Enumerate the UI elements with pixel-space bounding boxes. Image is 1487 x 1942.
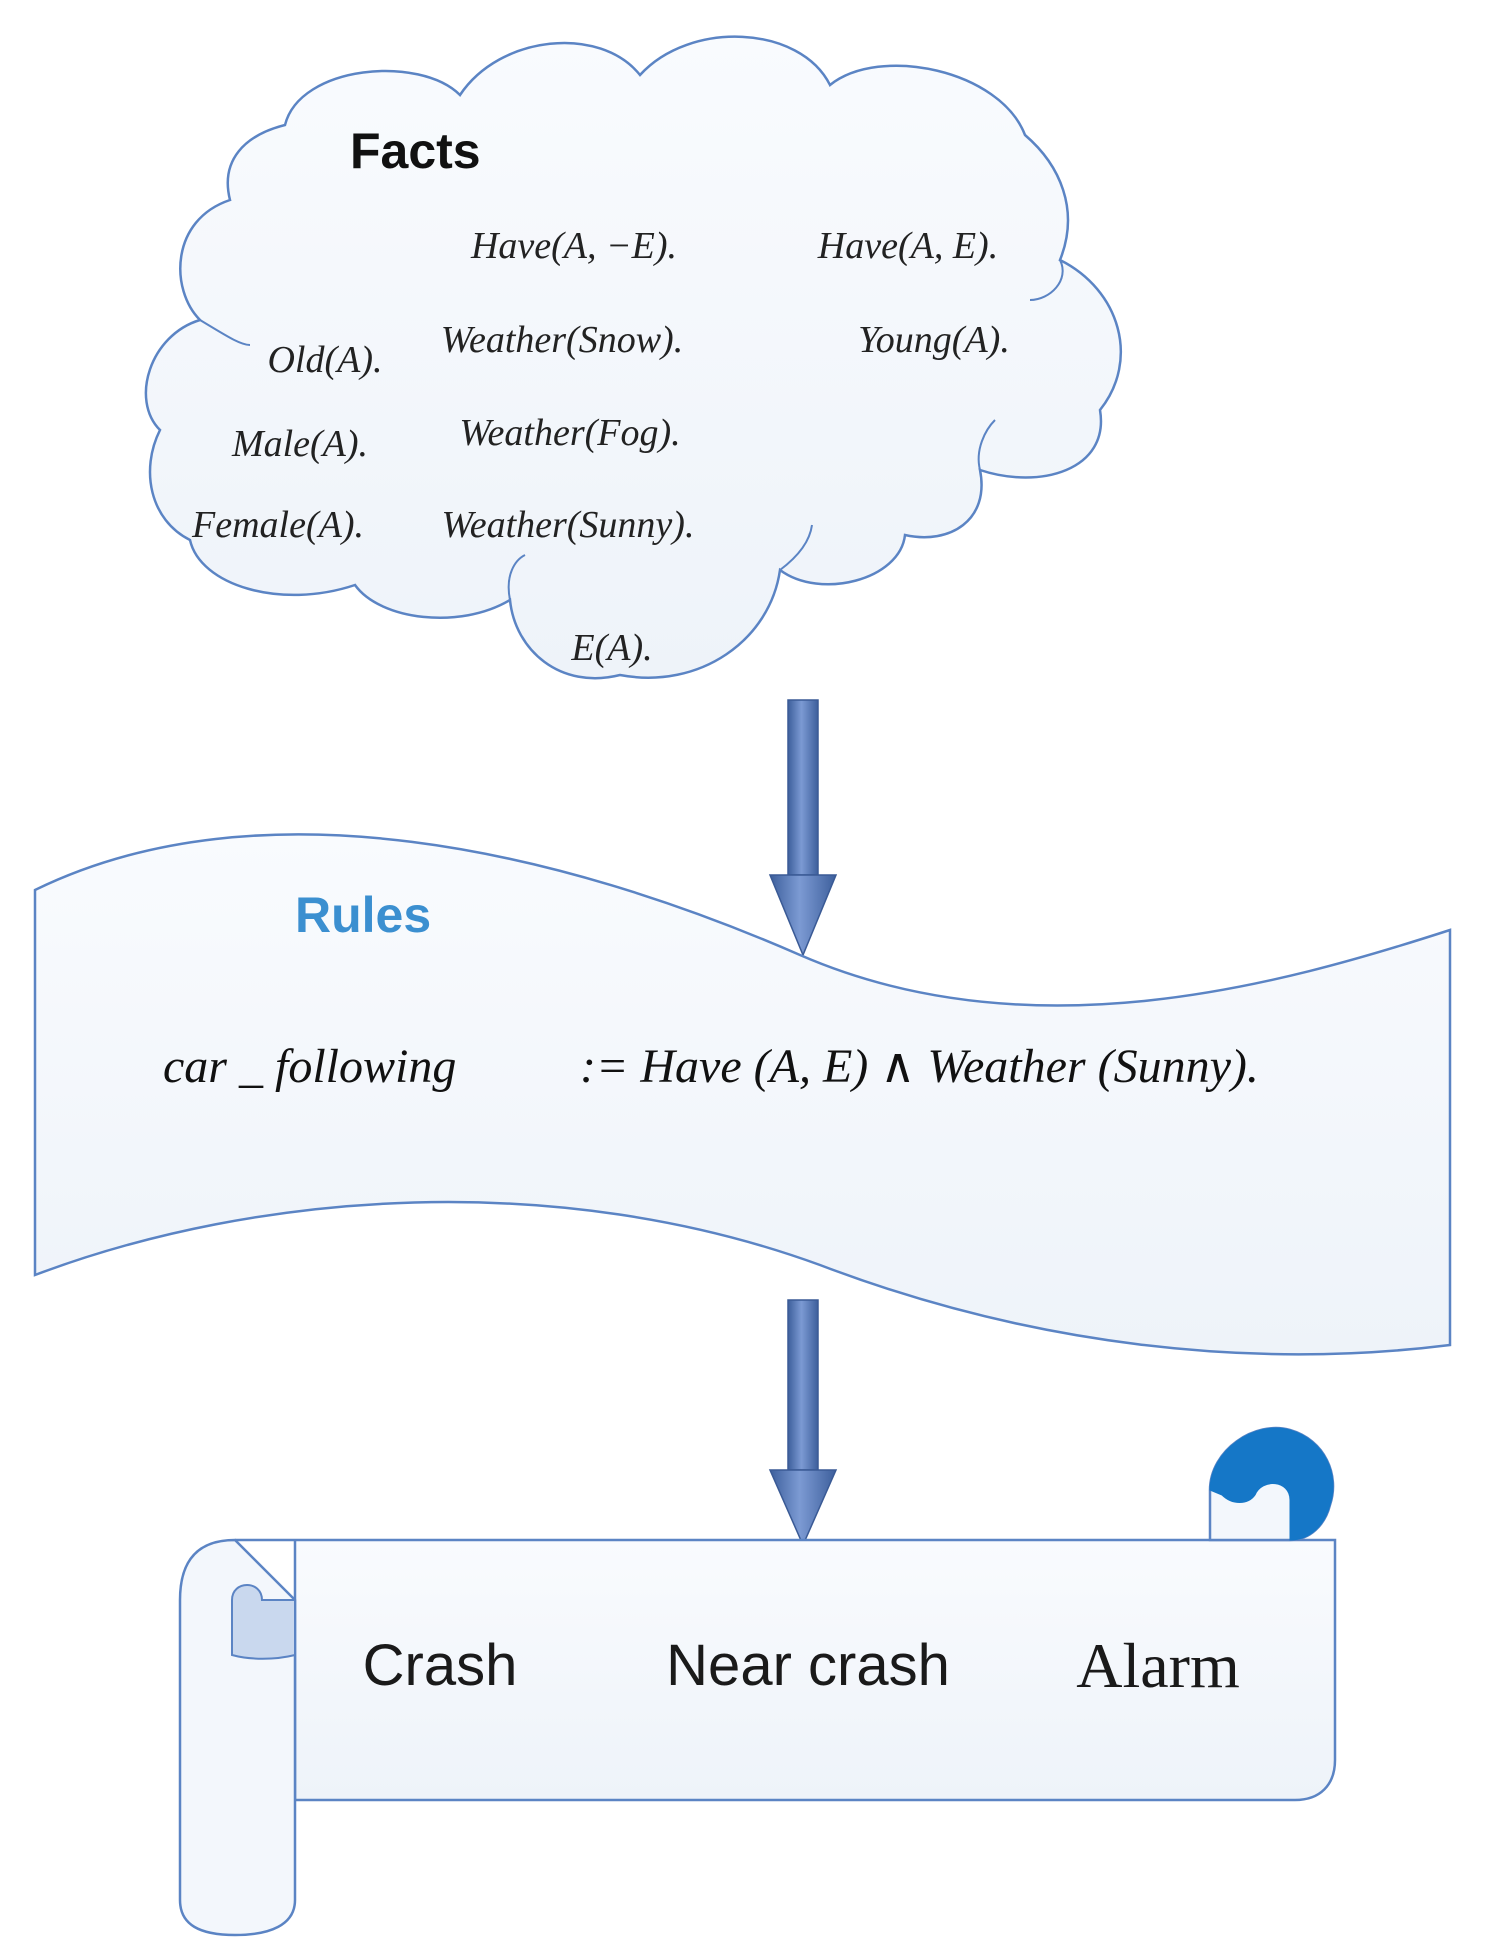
fact-old-a: Old(A).	[267, 339, 382, 381]
cloud-fold-1	[1029, 259, 1064, 301]
output-alarm: Alarm	[1076, 1630, 1240, 1701]
rules-banner: Rules car _ following := Have (A, E) ∧ W…	[33, 833, 1452, 1356]
fact-weather-fog: Weather(Fog).	[459, 412, 680, 454]
output-near-crash: Near crash	[666, 1633, 950, 1698]
cloud-fold-5	[779, 524, 813, 571]
fact-weather-sunny: Weather(Sunny).	[442, 504, 695, 546]
fact-e-a: E(A).	[570, 627, 652, 669]
scroll-left-curl	[231, 1584, 296, 1660]
rules-formula-rhs: := Have (A, E) ∧ Weather (Sunny).	[580, 1040, 1259, 1093]
facts-title: Facts	[350, 123, 481, 179]
arrow-facts-to-rules	[768, 699, 838, 957]
cloud-fold-3	[507, 554, 526, 601]
outputs-scroll: Crash Near crash Alarm	[178, 1426, 1337, 1937]
scroll-body	[235, 1538, 1337, 1802]
rules-wave-shape	[33, 833, 1452, 1356]
cloud-shape	[144, 35, 1122, 680]
fact-have-a-not-e: Have(A, −E).	[470, 225, 677, 267]
output-crash: Crash	[363, 1633, 518, 1698]
facts-cloud: Facts Have(A, −E). Have(A, E). Old(A). W…	[144, 35, 1122, 680]
cloud-fold-2	[977, 419, 996, 471]
arrow-rules-to-outputs	[768, 1299, 838, 1547]
fact-female-a: Female(A).	[191, 504, 364, 546]
fact-have-a-e: Have(A, E).	[817, 225, 998, 267]
fact-male-a: Male(A).	[231, 423, 368, 465]
fact-weather-snow: Weather(Snow).	[441, 319, 683, 361]
cloud-fold-4	[199, 319, 251, 346]
fact-young-a: Young(A).	[858, 319, 1010, 361]
scroll-right-curl-accent	[1209, 1427, 1334, 1541]
rules-formula-lhs: car _ following	[163, 1040, 456, 1093]
rules-title: Rules	[295, 887, 431, 943]
